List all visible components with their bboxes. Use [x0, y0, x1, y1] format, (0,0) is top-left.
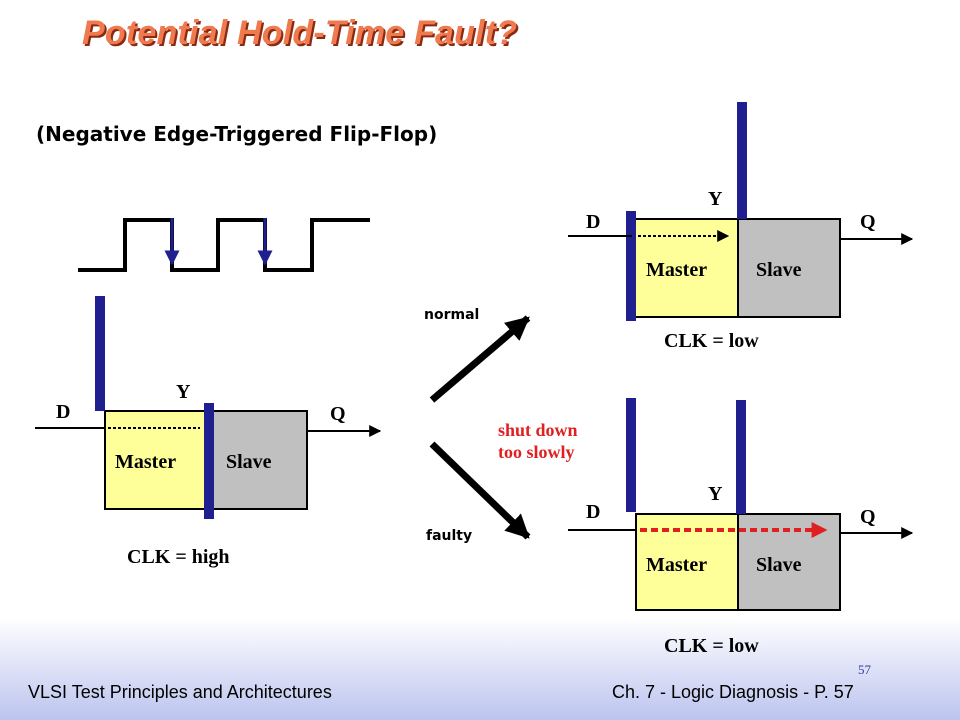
slide-subtitle: (Negative Edge-Triggered Flip-Flop)	[36, 122, 438, 146]
slave-label: Slave	[756, 554, 802, 576]
normal-arrow-icon	[429, 315, 531, 403]
slave-gate-bar	[737, 102, 747, 219]
y-label: Y	[708, 188, 723, 210]
clk-label: CLK = low	[664, 635, 759, 657]
footer-chapter: Ch. 7 - Logic Diagnosis - P. 57	[612, 682, 854, 702]
master-label: Master	[646, 259, 707, 281]
slave-latch	[208, 410, 308, 510]
q-label: Q	[330, 403, 346, 425]
fault-note-line2: too slowly	[498, 442, 575, 462]
master-label: Master	[115, 451, 176, 473]
clock-waveform	[78, 218, 370, 272]
slave-latch	[737, 218, 841, 318]
y-label: Y	[176, 381, 191, 403]
normal-label: normal	[424, 307, 479, 323]
d-label: D	[56, 401, 70, 423]
flipflop-normal: D Y Q Master Slave CLK = low	[568, 102, 914, 352]
slide-title: Potential Hold-Time Fault?	[82, 14, 518, 52]
master-label: Master	[646, 554, 707, 576]
slave-gate-bar	[204, 403, 214, 519]
slave-gate-bar	[736, 400, 746, 514]
fault-note-line1: shut down	[498, 420, 578, 440]
flipflop-faulty: D Y Q Master Slave CLK = low shut down t…	[498, 398, 914, 657]
slave-label: Slave	[756, 259, 802, 281]
d-label: D	[586, 501, 600, 523]
page-number: 57	[858, 662, 871, 677]
master-gate-bar	[95, 296, 105, 411]
flipflop-clk-high: D Y Q Master Slave CLK = high	[35, 296, 382, 568]
footer-book-title: VLSI Test Principles and Architectures	[28, 682, 332, 702]
q-label: Q	[860, 211, 876, 233]
faulty-arrow-icon	[429, 441, 531, 540]
d-label: D	[586, 211, 600, 233]
y-label: Y	[708, 483, 723, 505]
footer-band	[0, 618, 960, 720]
q-label: Q	[860, 506, 876, 528]
slave-label: Slave	[226, 451, 272, 473]
faulty-label: faulty	[426, 528, 472, 544]
master-gate-bar	[626, 211, 636, 321]
clk-label: CLK = low	[664, 330, 759, 352]
clk-label: CLK = high	[127, 546, 230, 568]
transition-arrows: normal faulty	[424, 307, 531, 544]
master-gate-bar	[626, 398, 636, 512]
clock-signal-line	[78, 218, 370, 272]
master-latch	[104, 410, 210, 510]
